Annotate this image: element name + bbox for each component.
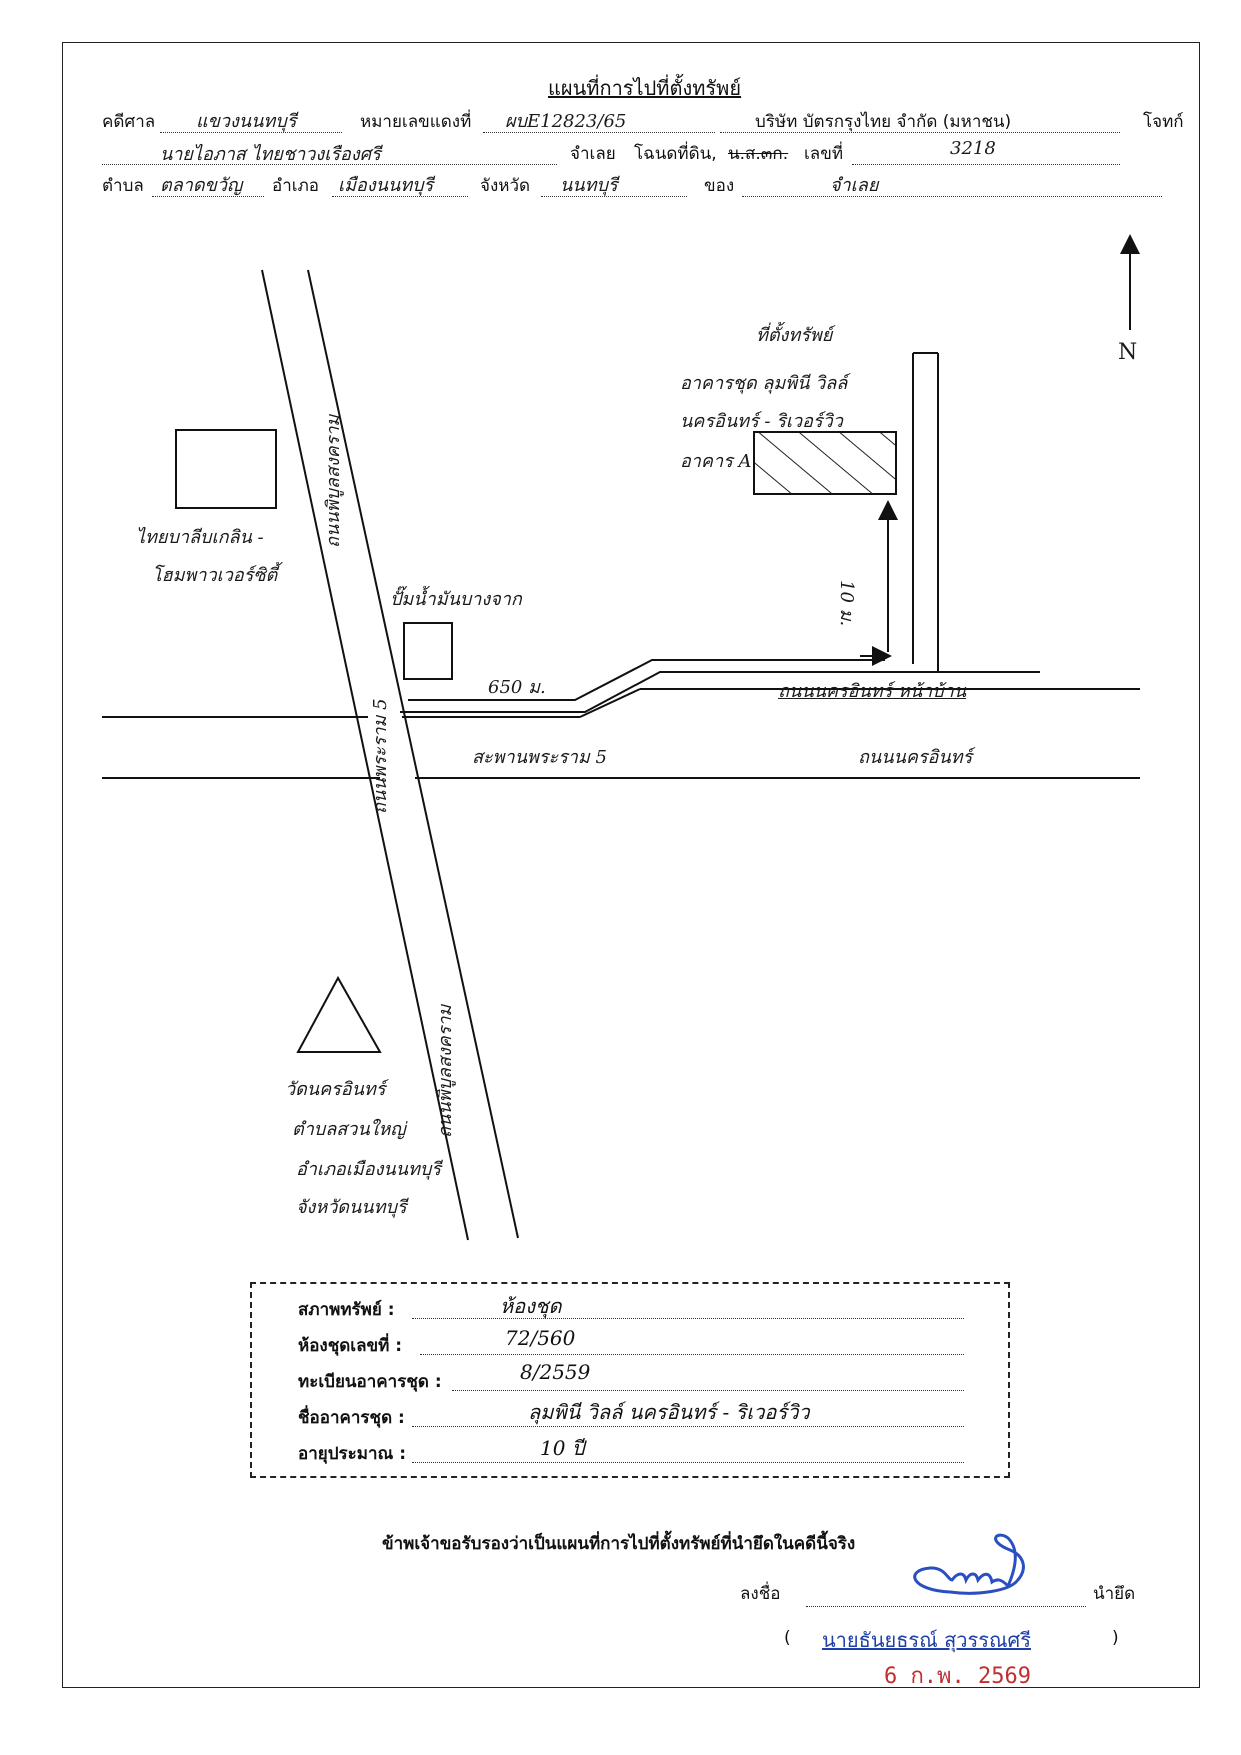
number-value: 3218 <box>950 138 996 159</box>
building-a-label: อาคาร A <box>680 451 752 472</box>
signature-line <box>806 1606 1086 1607</box>
plaintiff-value: บริษัท บัตรกรุงไทย จำกัด (มหาชน) <box>755 112 1012 132</box>
school-label-line1: ไทยบาลีบเกลิน - <box>136 527 264 548</box>
temple-label-line1: วัดนครอินทร์ <box>285 1079 386 1100</box>
property-info-box <box>250 1282 1010 1478</box>
condo-name-line2: นครอินทร์ - ริเวอร์วิว <box>680 411 843 432</box>
case-label: หมายเลขแดงที่ <box>360 112 472 132</box>
north-label: N <box>1118 340 1138 365</box>
school-building <box>175 429 277 509</box>
deed-strikethrough: น.ส.๓ก. <box>728 144 789 164</box>
bridge-label: สะพานพระราม 5 <box>472 747 607 768</box>
unit-line <box>420 1354 964 1355</box>
registration-line <box>452 1390 964 1391</box>
condition-value: ห้องชุด <box>500 1294 562 1318</box>
pibul-road-left-edge <box>261 269 469 1241</box>
court-label: คดีศาล <box>102 112 156 132</box>
seizer-label: นำยึด <box>1093 1584 1136 1604</box>
province-line <box>541 196 687 197</box>
number-line <box>852 164 1120 165</box>
registration-value: 8/2559 <box>520 1360 591 1384</box>
condition-line <box>412 1318 964 1319</box>
pibul-road-right-edge <box>307 269 519 1239</box>
temple-label-line4: จังหวัดนนทบุรี <box>296 1197 407 1218</box>
plaintiff-line <box>720 132 1120 133</box>
temple-label-line2: ตำบลสวนใหญ่ <box>292 1119 406 1140</box>
building-name-value: ลุมพินี วิลล์ นครอินทร์ - ริเวอร์วิว <box>528 1400 810 1424</box>
defendant-value: นายไอภาส ไทยชาวงเรืองศรี <box>160 144 381 165</box>
sign-label: ลงชื่อ <box>740 1584 781 1604</box>
temple-label-line3: อำเภอเมืองนนทบุรี <box>296 1159 441 1180</box>
unit-label: ห้องชุดเลขที่ : <box>298 1336 403 1356</box>
district-label: อำเภอ <box>272 176 319 196</box>
pibul-road-upper-label: ถนนพิบูลสงคราม <box>323 414 344 548</box>
province-label: จังหวัด <box>480 176 531 196</box>
service-road-upper <box>408 659 885 701</box>
age-label: อายุประมาณ : <box>298 1444 407 1464</box>
province-value: นนทบุรี <box>560 175 618 196</box>
subdistrict-label: ตำบล <box>102 176 144 196</box>
case-line <box>483 132 715 133</box>
document-frame <box>62 42 1200 1688</box>
plaintiff-label: โจทก์ <box>1143 112 1184 132</box>
district-value: เมืองนนทบุรี <box>338 175 434 196</box>
rama5-road-label: ถนนพระราม 5 <box>370 698 391 814</box>
distance-10-label: 10 ม. <box>836 580 857 627</box>
defendant-label: จำเลย <box>570 144 616 164</box>
nakhon-in-road-label: ถนนนครอินทร์ <box>858 747 973 768</box>
front-road-label: ถนนนครอินทร์ หน้าบ้าน <box>778 681 967 702</box>
age-value: 10 ปี <box>540 1436 585 1460</box>
open-paren: ( <box>784 1628 791 1648</box>
condo-name-line1: อาคารชุด ลุมพินี วิลล์ <box>680 373 848 394</box>
defendant-line <box>102 164 557 165</box>
age-line <box>412 1462 964 1463</box>
date-stamp: 6 ก.พ. 2569 <box>884 1664 1032 1689</box>
pibul-road-lower-label: ถนนพิบูลสงคราม <box>435 1004 456 1138</box>
gas-station-label: ปั๊มน้ำมันบางจาก <box>390 589 522 610</box>
owner-line <box>742 196 1162 197</box>
signer-name: นายธันยธรณ์ สุวรรณศรี <box>822 1628 1031 1652</box>
close-paren: ) <box>1112 1628 1119 1648</box>
subdistrict-line <box>152 196 264 197</box>
distance-650-label: 650 ม. <box>488 677 546 698</box>
district-line <box>332 196 468 197</box>
service-road-lower <box>400 671 1040 713</box>
unit-value: 72/560 <box>505 1326 576 1350</box>
certification-statement: ข้าพเจ้าขอรับรองว่าเป็นแผนที่การไปที่ตั้… <box>382 1534 856 1554</box>
document-title: แผนที่การไปที่ตั้งทรัพย์ <box>548 76 742 100</box>
court-line <box>160 132 342 133</box>
signature-scribble <box>913 1533 1025 1595</box>
temple-triangle <box>296 975 382 1053</box>
school-label-line2: โฮมพาวเวอร์ซิตี้ <box>152 565 278 586</box>
owner-label: ของ <box>704 176 735 196</box>
building-name-line <box>412 1426 964 1427</box>
subdistrict-value: ตลาดขวัญ <box>160 175 243 196</box>
gas-station-building <box>403 622 453 680</box>
case-value: ผบE12823/65 <box>505 111 627 132</box>
property-location-label: ที่ตั้งทรัพย์ <box>756 325 833 346</box>
court-value: แขวงนนทบุรี <box>196 111 297 132</box>
owner-value: จำเลย <box>830 175 879 196</box>
deed-label: โฉนดที่ดิน, <box>634 144 717 164</box>
condition-label: สภาพทรัพย์ : <box>298 1300 395 1320</box>
building-name-label: ชื่ออาคารชุด : <box>298 1408 405 1428</box>
registration-label: ทะเบียนอาคารชุด : <box>298 1372 442 1392</box>
number-label: เลขที่ <box>804 144 844 164</box>
property-building <box>753 431 897 495</box>
